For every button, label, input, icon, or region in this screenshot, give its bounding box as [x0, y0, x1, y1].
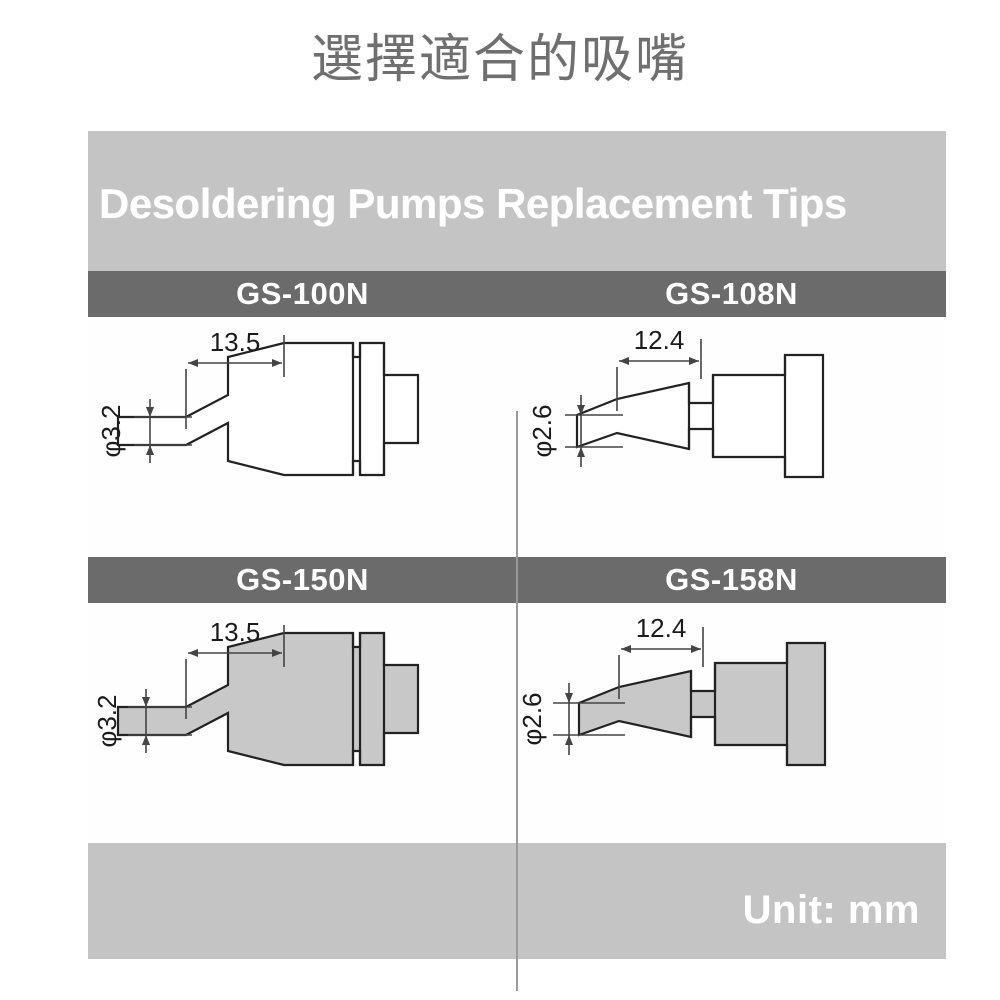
dimension-length-text-gs-100n: 13.5 [210, 327, 261, 357]
product-label-gs-108n: GS-108N [517, 271, 946, 317]
dimension-diameter-text-gs-158n: φ2.6 [517, 692, 547, 745]
product-drawing-gs-150n: 13.5 φ3.2 [88, 603, 517, 843]
technical-drawing-gs-150n: 13.5 φ3.2 [92, 617, 420, 767]
dimension-diameter-gs-150n [128, 689, 192, 753]
dimension-length-text-gs-158n: 12.4 [636, 613, 687, 643]
dimension-diameter-text-gs-100n: φ3.2 [96, 404, 126, 457]
dimension-diameter-gs-100n [134, 399, 192, 463]
dimension-length-gs-158n [618, 627, 704, 699]
column-divider [516, 411, 518, 991]
dimension-diameter-text-gs-108n: φ2.6 [527, 404, 557, 457]
product-grid: GS-100N [88, 271, 946, 991]
dimension-length-text-gs-108n: 12.4 [634, 325, 685, 355]
product-label-gs-158n: GS-158N [517, 557, 946, 603]
product-cell-gs-150n[interactable]: GS-150N [88, 557, 517, 843]
product-label-gs-150n: GS-150N [88, 557, 517, 603]
dimension-length-gs-150n [185, 625, 285, 719]
dimension-diameter-gs-158n [553, 683, 625, 755]
product-drawing-gs-158n: 12.4 φ2.6 [517, 603, 946, 843]
dimension-length-gs-100n [185, 335, 285, 429]
technical-drawing-gs-108n: 12.4 φ2.6 [527, 325, 825, 479]
dimension-length-gs-108n [616, 339, 702, 411]
product-drawing-gs-108n: 12.4 φ2.6 [517, 317, 946, 557]
product-cell-gs-108n[interactable]: GS-108N [517, 271, 946, 557]
dimension-length-text-gs-150n: 13.5 [210, 617, 261, 647]
technical-drawing-gs-100n: 13.5 φ3.2 [96, 327, 420, 477]
dimension-diameter-text-gs-150n: φ3.2 [92, 694, 122, 747]
product-drawing-gs-100n: 13.5 φ3.2 [88, 317, 517, 557]
technical-drawing-gs-158n: 12.4 φ2.6 [517, 613, 827, 767]
product-cell-gs-100n[interactable]: GS-100N [88, 271, 517, 557]
content-panel: Desoldering Pumps Replacement Tips GS-10… [88, 131, 946, 991]
banner-heading: Desoldering Pumps Replacement Tips [99, 180, 847, 227]
unit-note: Unit: mm [742, 888, 920, 932]
page-title: 選擇適合的吸嘴 [310, 31, 689, 89]
product-cell-gs-158n[interactable]: GS-158N [517, 557, 946, 843]
product-label-gs-100n: GS-100N [88, 271, 517, 317]
dimension-diameter-gs-108n [565, 395, 623, 467]
